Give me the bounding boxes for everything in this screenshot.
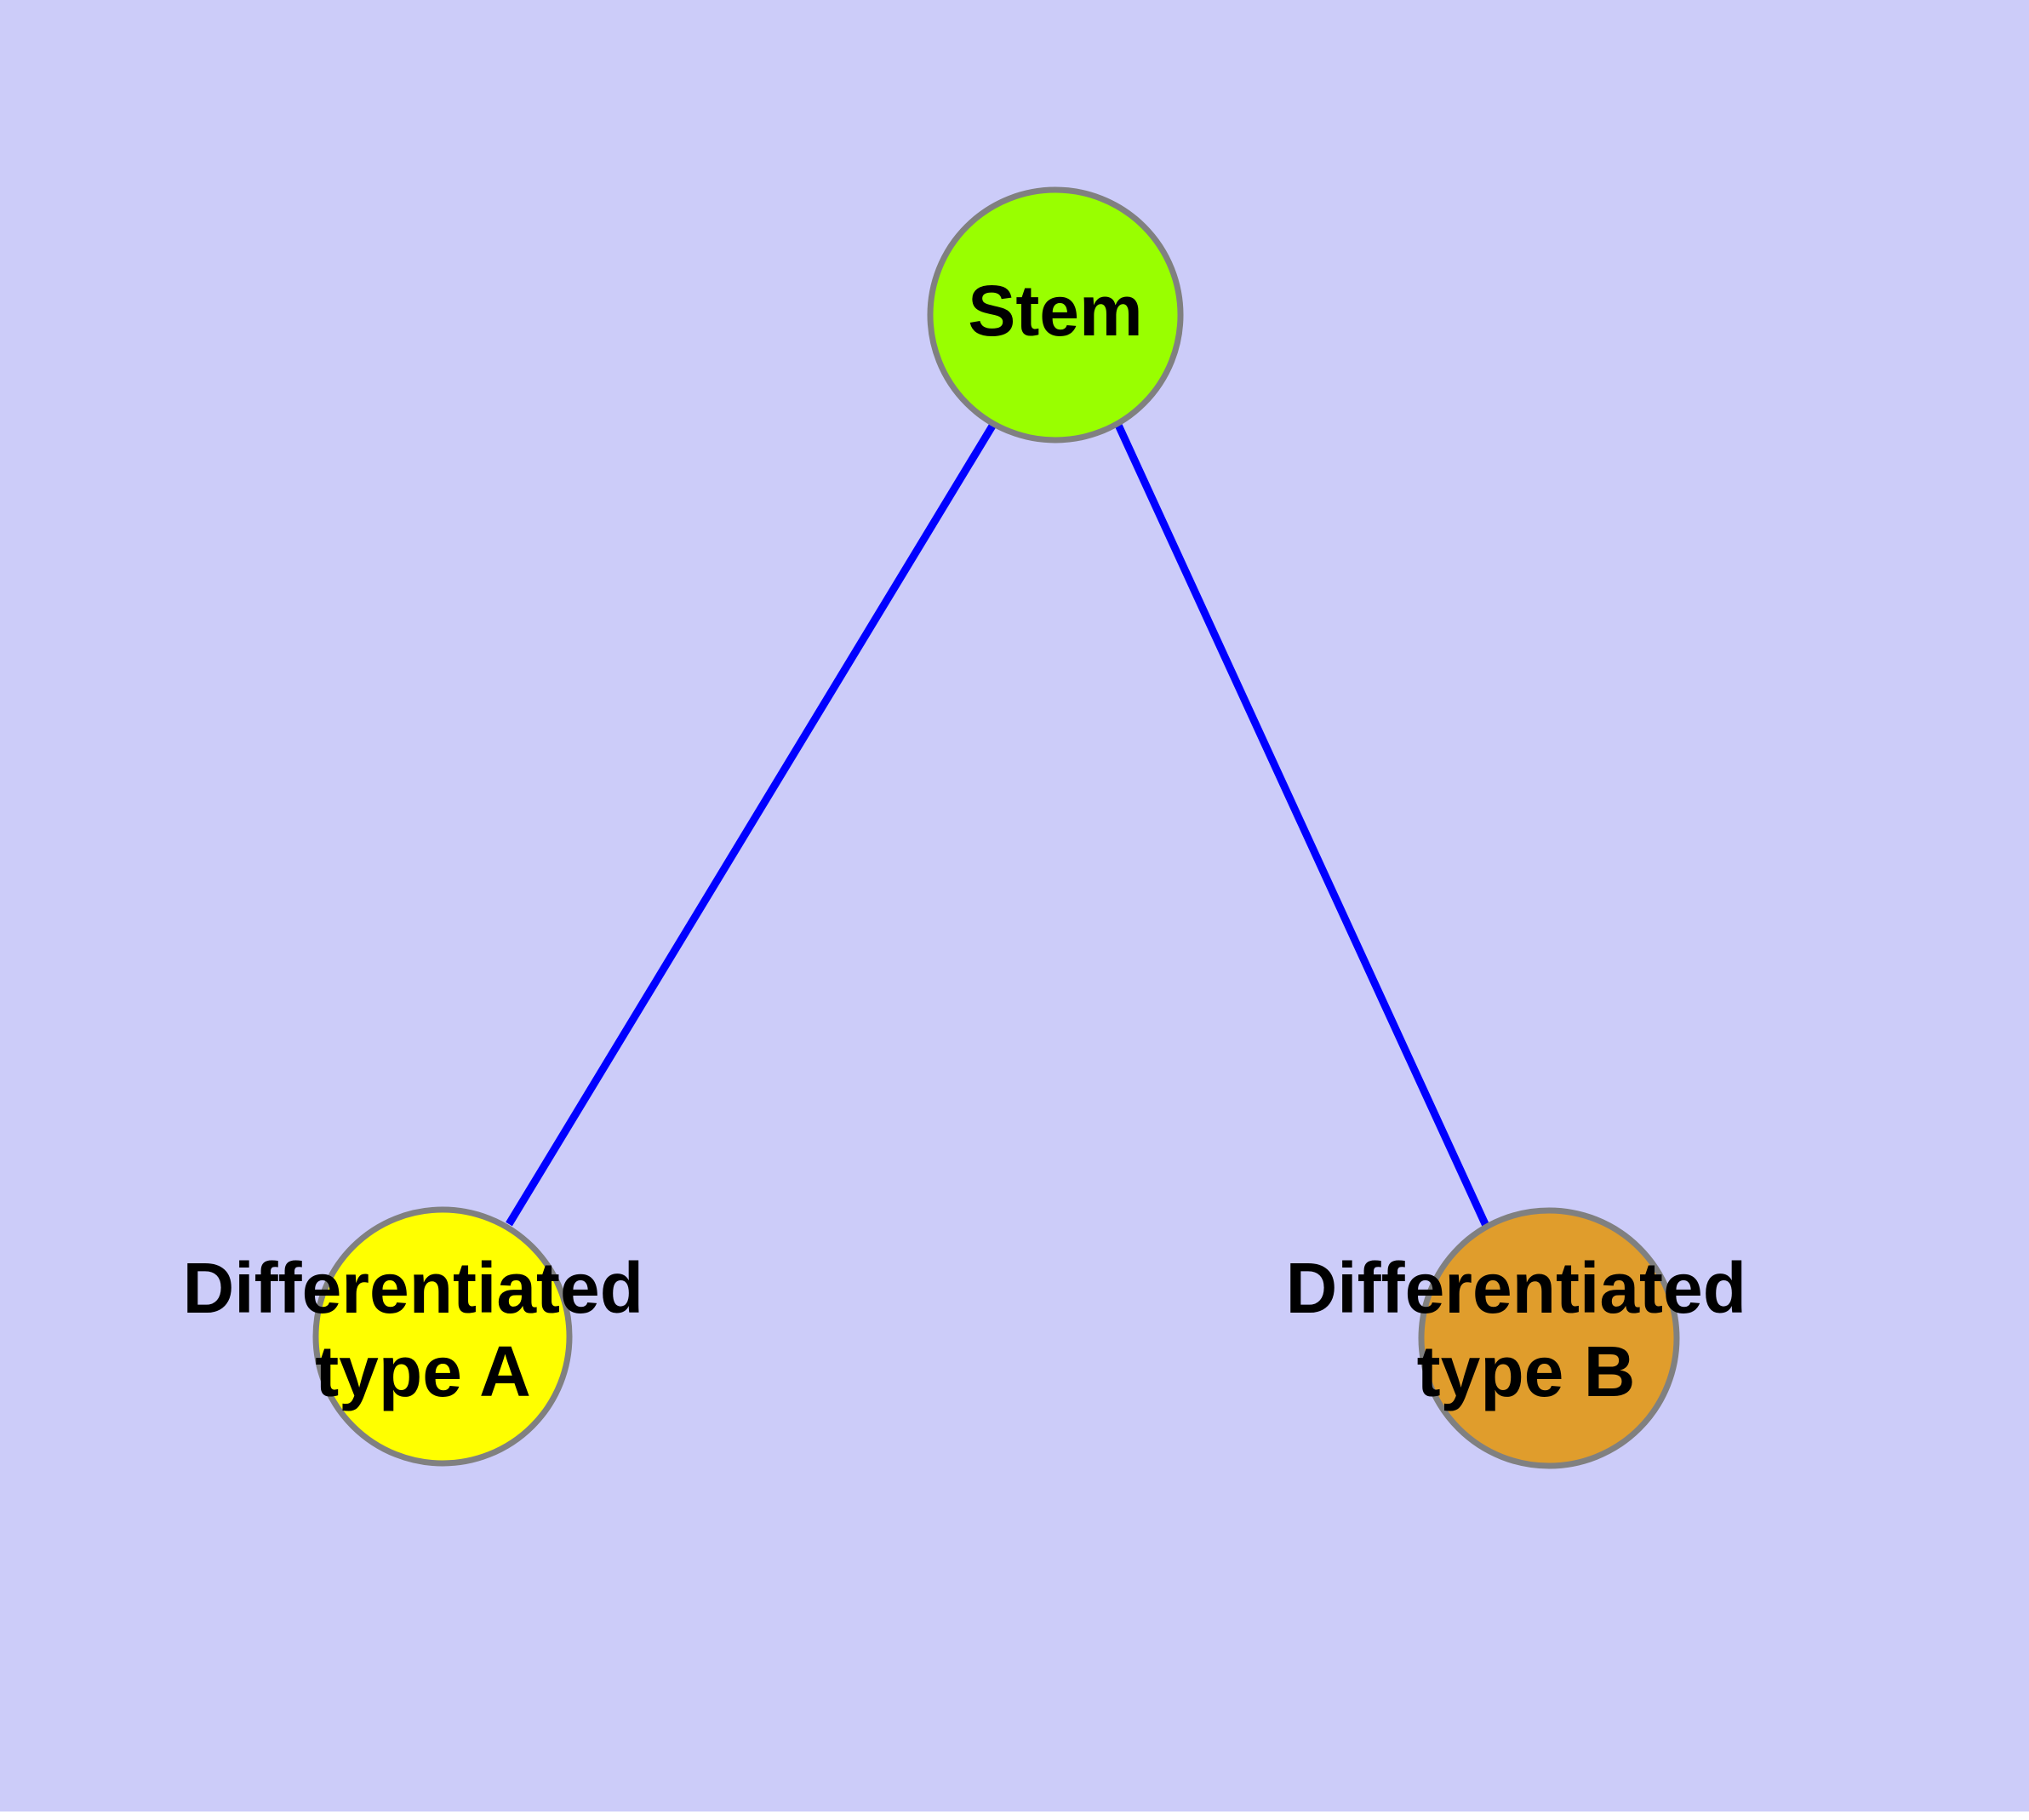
node-label-differentiated-type-a: Differentiated type A xyxy=(183,1248,664,1411)
node-label-differentiated-type-b: Differentiated type B xyxy=(1286,1248,1767,1411)
nodes-layer xyxy=(312,186,1680,1469)
node-label-stem-line1: Stem xyxy=(968,271,1142,351)
node-label-differentiated-type-a-line2: type A xyxy=(315,1331,531,1411)
node-differentiated-type-b[interactable] xyxy=(1418,1207,1680,1469)
node-label-differentiated-type-b-line1: Differentiated xyxy=(1286,1248,1746,1328)
node-stem[interactable] xyxy=(927,186,1184,444)
node-label-differentiated-type-b-line2: type B xyxy=(1417,1331,1636,1411)
node-label-differentiated-type-a-line1: Differentiated xyxy=(183,1248,643,1328)
node-label-stem: Stem xyxy=(968,271,1142,351)
node-differentiated-type-a[interactable] xyxy=(312,1206,573,1467)
edge-stem-to-differentiated-type-a[interactable] xyxy=(506,421,997,1227)
edges-layer xyxy=(506,421,1490,1228)
node-labels-layer: Stem Differentiated type A Differentiate… xyxy=(183,271,1767,1411)
edge-stem-to-differentiated-type-b[interactable] xyxy=(1113,421,1490,1228)
